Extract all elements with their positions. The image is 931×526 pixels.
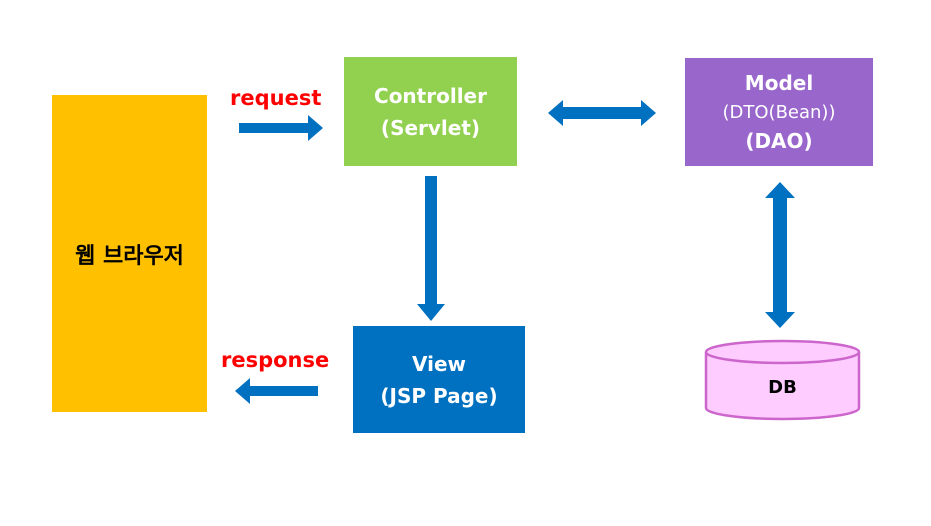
model-dao-label: (DAO) [745,128,813,153]
controller-view-arrow [417,176,445,321]
model-db-arrow [765,182,795,328]
model-dto-label: (DTO(Bean)) [722,101,836,123]
web-browser-box: 웹 브라우저 [52,95,207,412]
request-label: request [230,86,322,110]
view-subtitle: (JSP Page) [380,383,498,408]
db-label: DB [768,376,797,398]
view-box: View (JSP Page) [353,326,525,433]
controller-box: Controller (Servlet) [344,57,517,166]
view-title: View [411,351,467,376]
response-arrow [235,378,318,404]
controller-model-arrow [548,100,656,126]
request-arrow [239,115,323,141]
model-title: Model [744,70,814,95]
controller-subtitle: (Servlet) [380,115,481,140]
response-label: response [221,348,330,372]
model-box: Model (DTO(Bean)) (DAO) [685,58,873,166]
web-browser-label: 웹 브라우저 [75,243,184,269]
controller-title: Controller [374,83,487,108]
